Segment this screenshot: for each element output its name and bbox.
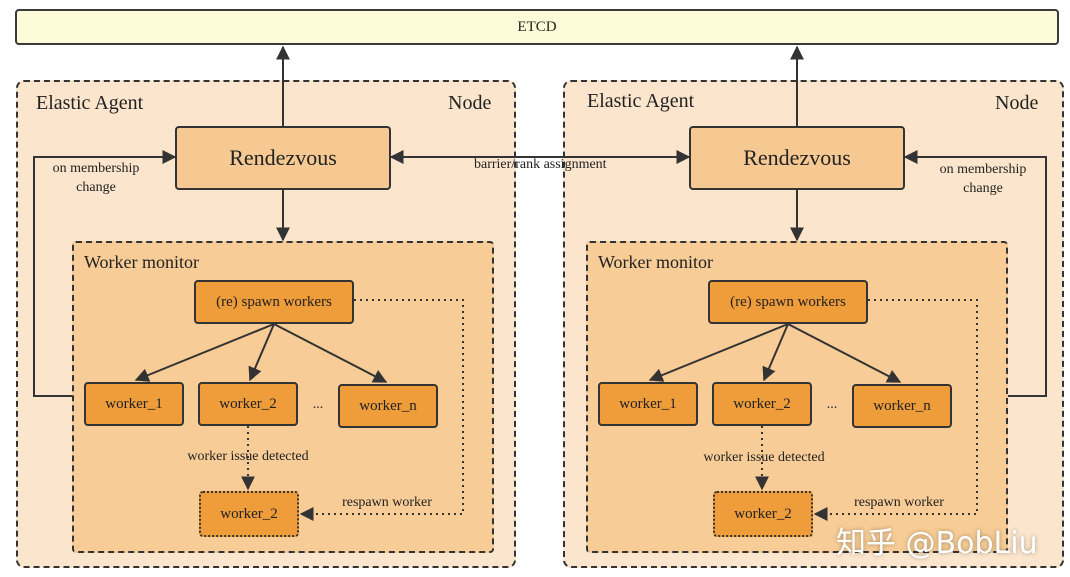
node-label-right: Node bbox=[995, 92, 1039, 114]
watermark: 知乎 @BobLiu bbox=[836, 526, 1038, 561]
respawn-label-right: respawn worker bbox=[854, 495, 944, 510]
spawn-w1-arrow-right bbox=[648, 323, 789, 382]
node-label-left: Node bbox=[448, 92, 492, 114]
rendezvous-right: Rendezvous bbox=[689, 126, 905, 190]
respawn-loop-left bbox=[299, 299, 464, 521]
spawn-workers-left: (re) spawn workers bbox=[194, 280, 354, 324]
spawn-wn-arrow-right bbox=[787, 323, 902, 383]
respawned-worker-left: worker_2 bbox=[199, 491, 299, 537]
monitor-label-right: Worker monitor bbox=[598, 252, 714, 272]
membership-loop-right bbox=[903, 150, 1047, 397]
membership-loop-left bbox=[33, 150, 177, 397]
worker-1-left: worker_1 bbox=[84, 382, 184, 426]
worker-1-right: worker_1 bbox=[598, 382, 698, 426]
respawn-loop-right bbox=[813, 299, 978, 521]
agent-label-right: Elastic Agent bbox=[587, 90, 695, 112]
barrier-label: barrier/rank assignment bbox=[474, 157, 607, 172]
spawn-workers-right: (re) spawn workers bbox=[708, 280, 868, 324]
worker-2-left: worker_2 bbox=[198, 382, 298, 426]
membership-label-left: on membership change bbox=[52, 161, 140, 195]
spawn-w1-arrow-left bbox=[134, 323, 275, 382]
etcd-label: ETCD bbox=[517, 18, 557, 35]
agent-label-left: Elastic Agent bbox=[36, 92, 144, 114]
membership-label-right: on membership change bbox=[939, 162, 1027, 196]
ellipsis-left: ... bbox=[312, 397, 324, 412]
worker-n-right: worker_n bbox=[852, 384, 952, 428]
ellipsis-right: ... bbox=[826, 397, 838, 412]
spawn-w2-arrow-right bbox=[762, 323, 789, 382]
respawn-label-left: respawn worker bbox=[342, 495, 432, 510]
worker-2-right: worker_2 bbox=[712, 382, 812, 426]
monitor-label-left: Worker monitor bbox=[84, 252, 200, 272]
etcd-box: ETCD bbox=[15, 9, 1059, 45]
spawn-w2-arrow-left bbox=[248, 323, 275, 382]
worker-n-left: worker_n bbox=[338, 384, 438, 428]
respawned-worker-right: worker_2 bbox=[713, 491, 813, 537]
spawn-wn-arrow-left bbox=[273, 323, 388, 383]
issue-label-right: worker issue detected bbox=[703, 450, 825, 465]
